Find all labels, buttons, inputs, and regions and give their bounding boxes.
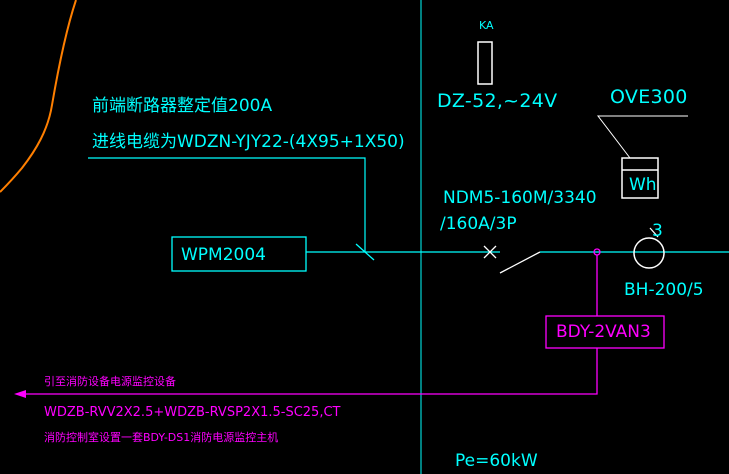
orange-boundary-curve xyxy=(0,0,77,193)
wh-label: Wh xyxy=(629,175,657,195)
monitor-signal-wire xyxy=(22,348,598,395)
bdy2van3-label: BDY-2VAN3 xyxy=(556,322,651,342)
dz52-label: DZ-52,~24V xyxy=(437,90,558,112)
ct-count-label: 3 xyxy=(652,221,663,241)
incoming-cable-label: 进线电缆为WDZN-YJY22-(4X95+1X50) xyxy=(92,132,405,152)
watt-hour-meter-symbol xyxy=(621,157,659,199)
current-transformer-tick xyxy=(649,227,659,238)
ndm5-model-label: NDM5-160M/3340 xyxy=(443,188,597,208)
ka-label: KA xyxy=(479,19,494,32)
pe-label: Pe=60kW xyxy=(455,451,538,471)
ove300-label: OVE300 xyxy=(610,86,688,108)
incoming-cable-leader xyxy=(88,157,366,252)
current-transformer-symbol xyxy=(633,237,665,269)
ndm5-rating-label: /160A/3P xyxy=(440,214,517,234)
breaker-setting-label: 前端断路器整定值200A xyxy=(92,96,273,116)
ka-relay-symbol xyxy=(477,41,493,85)
wpm2004-box xyxy=(171,236,307,272)
control-room-note-label: 消防控制室设置一套BDY-DS1消防电源监控主机 xyxy=(44,431,279,444)
bh200-label: BH-200/5 xyxy=(624,280,704,300)
monitor-cable-label: WDZB-RVV2X2.5+WDZB-RVSP2X1.5-SC25,CT xyxy=(44,405,341,420)
breaker-cross-b xyxy=(483,245,497,259)
monitor-arrow-head xyxy=(14,390,26,398)
lead-to-monitor-label: 引至消防设备电源监控设备 xyxy=(44,375,176,388)
wpm2004-label: WPM2004 xyxy=(181,245,266,265)
breaker-contact-blade xyxy=(499,251,541,274)
ove300-leader-line xyxy=(596,115,688,159)
bdy2van3-box xyxy=(545,315,665,349)
incoming-tick-mark xyxy=(355,243,375,261)
